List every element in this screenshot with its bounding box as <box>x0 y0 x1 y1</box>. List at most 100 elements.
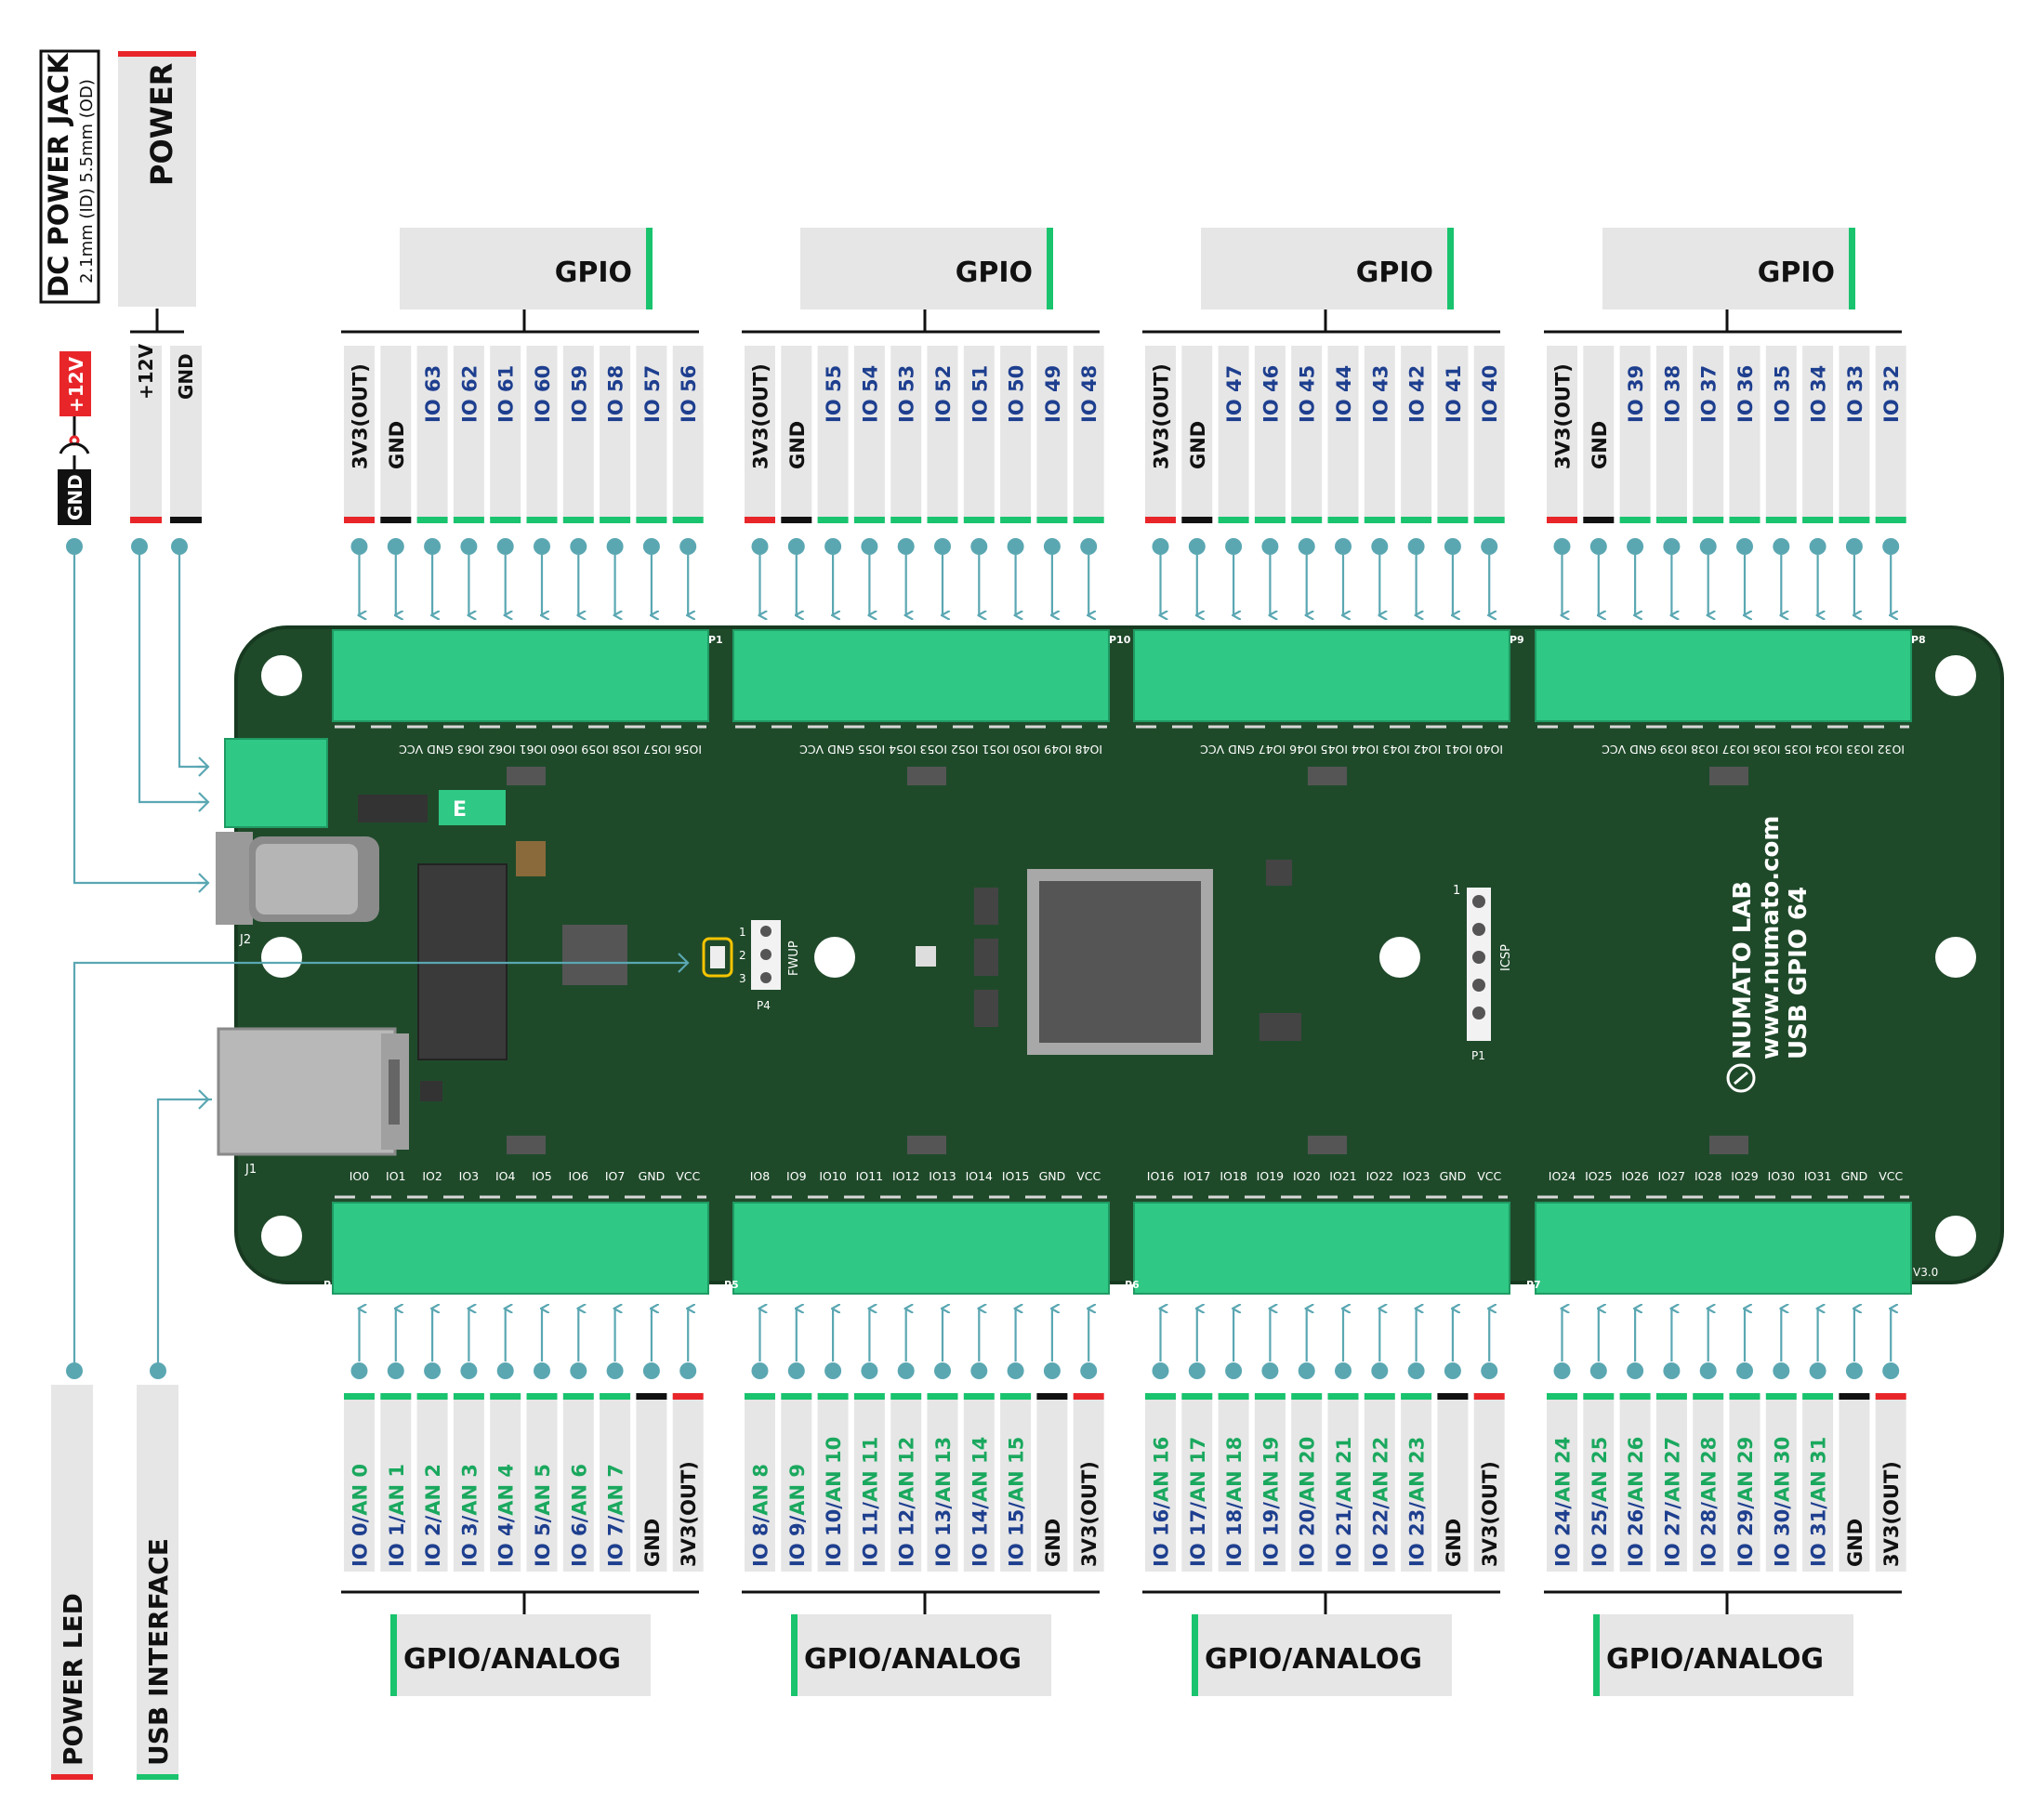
pin-dot <box>1845 1362 1863 1379</box>
bottom-pin: IO 5/AN 5 <box>526 1309 558 1572</box>
bottom-silk-text: IO7 <box>605 1169 625 1183</box>
usb-b-port-icon <box>217 1027 409 1156</box>
top-pin-label: IO 35 <box>1771 365 1793 423</box>
p4-label: P4 <box>757 999 771 1012</box>
bottom-silk-text: IO14 <box>966 1169 993 1183</box>
bottom-silk-text: IO31 <box>1804 1169 1831 1183</box>
pin-dot <box>1809 538 1826 555</box>
top-pin: IO 41 <box>1437 346 1469 615</box>
top-pin-label: IO 52 <box>932 365 955 423</box>
pin-dot <box>642 538 660 555</box>
bottom-silk-text: IO11 <box>856 1169 883 1183</box>
pin-dot <box>1444 538 1461 555</box>
bottom-silk-text: IO8 <box>750 1169 771 1183</box>
bottom-silk-text: IO26 <box>1621 1169 1648 1183</box>
bottom-pin-label: IO 21/AN 21 <box>1333 1437 1355 1567</box>
pin-dot <box>1481 538 1498 555</box>
top-pin: IO 47 <box>1218 346 1249 615</box>
top-pin-label: IO 39 <box>1625 365 1647 423</box>
pin-dot <box>934 1362 951 1379</box>
power-led-label-box: POWER LED <box>51 1385 93 1780</box>
top-pin-label: IO 51 <box>969 365 991 423</box>
bottom-silk-text: VCC <box>1076 1169 1101 1183</box>
bottom-silk-text: GND <box>639 1169 666 1183</box>
resistor-array-3 <box>974 990 998 1027</box>
small-chip-2 <box>1259 1013 1301 1041</box>
gpio-header-box <box>400 228 651 309</box>
bottom-pin-label: IO 12/AN 12 <box>896 1437 918 1567</box>
bottom-pin: GND <box>1839 1309 1870 1572</box>
pin-dot <box>1407 538 1425 555</box>
pcb-board: E FWUP 1 2 3 P4 <box>216 625 2004 1284</box>
top-pin-label: 3V3(OUT) <box>1552 363 1575 469</box>
top-pin: 3V3(OUT) <box>344 346 375 615</box>
bottom-pin-label: GND <box>1042 1519 1064 1567</box>
bottom-pin: IO 29/AN 29 <box>1729 1309 1760 1572</box>
pin-dot <box>1080 538 1098 555</box>
bottom-pin-label: IO 4/AN 4 <box>495 1464 518 1567</box>
bottom-silk-text: VCC <box>1879 1169 1903 1183</box>
bottom-silk-text: IO17 <box>1183 1169 1210 1183</box>
pin-dot <box>1627 1362 1644 1379</box>
bottom-pin: IO 19/AN 19 <box>1254 1309 1286 1572</box>
bottom-silk-text: IO29 <box>1731 1169 1758 1183</box>
gnd-tag-bg <box>58 469 91 525</box>
pin-dot <box>1335 538 1352 555</box>
top-pin: IO 32 <box>1875 346 1906 615</box>
power-title: POWER <box>144 63 179 186</box>
bottom-pin: IO 16/AN 16 <box>1145 1309 1176 1572</box>
top-pin: IO 62 <box>453 346 484 615</box>
bottom-silk-text: GND <box>1841 1169 1868 1183</box>
pin-dot <box>387 1362 404 1379</box>
top-terminal-block <box>732 629 1110 722</box>
bottom-pin-label: IO 28/AN 28 <box>1698 1437 1721 1567</box>
bottom-pin-label: IO 3/AN 3 <box>458 1464 481 1567</box>
bottom-pin: IO 24/AN 24 <box>1547 1309 1577 1572</box>
fuse-label: E <box>453 798 467 822</box>
bottom-silk-text: IO19 <box>1257 1169 1284 1183</box>
bottom-pin-label: 3V3(OUT) <box>1880 1461 1903 1567</box>
top-pin-label: IO 63 <box>422 365 444 423</box>
bottom-pin: IO 1/AN 1 <box>380 1309 412 1572</box>
top-pin-label: IO 55 <box>823 365 845 423</box>
bottom-pin: IO 0/AN 0 <box>344 1309 375 1572</box>
pin-dot <box>424 538 442 555</box>
pin-dot <box>1589 538 1607 555</box>
pin-dot <box>1699 538 1717 555</box>
bottom-silk-text: IO24 <box>1549 1169 1576 1183</box>
bottom-pin-label: IO 25/AN 25 <box>1589 1437 1611 1567</box>
pin-dot <box>460 538 478 555</box>
gpio-analog-header-title: GPIO/ANALOG <box>1606 1643 1824 1676</box>
board-model: USB GPIO 64 <box>1785 887 1813 1059</box>
icsp-label: ICSP <box>1499 944 1513 971</box>
bottom-silk-text: IO20 <box>1293 1169 1320 1183</box>
pin-dot <box>824 538 842 555</box>
usb-interface-label-box: USB INTERFACE <box>137 1385 178 1780</box>
pin-dot <box>861 1362 878 1379</box>
bottom-pin-label: IO 9/AN 9 <box>786 1464 809 1567</box>
bottom-silk-text: IO15 <box>1002 1169 1029 1183</box>
top-pin: IO 43 <box>1364 346 1395 615</box>
top-pin-label: 3V3(OUT) <box>750 363 772 469</box>
connector-ref: P9 <box>1510 634 1524 646</box>
pin-dot <box>1043 538 1061 555</box>
top-pin: 3V3(OUT) <box>1547 346 1577 615</box>
pin-dot <box>1663 538 1681 555</box>
top-pin: IO 51 <box>963 346 995 615</box>
pin-dot <box>861 538 878 555</box>
top-pin-label: IO 43 <box>1369 365 1391 423</box>
gnd-tag: GND <box>64 474 86 520</box>
bottom-pin-label: 3V3(OUT) <box>678 1461 700 1567</box>
bottom-pin: IO 21/AN 21 <box>1327 1309 1359 1572</box>
pin-dot <box>534 1362 550 1379</box>
fwup-pin-1: 1 <box>739 926 746 939</box>
top-pin-label: IO 46 <box>1259 365 1282 423</box>
pin-dot <box>970 1362 988 1379</box>
dc-jack-spec: 2.1mm (ID) 5.5mm (OD) <box>77 79 97 283</box>
bottom-pin-label: IO 22/AN 22 <box>1369 1437 1391 1567</box>
bottom-pin-label: IO 6/AN 6 <box>568 1464 590 1567</box>
